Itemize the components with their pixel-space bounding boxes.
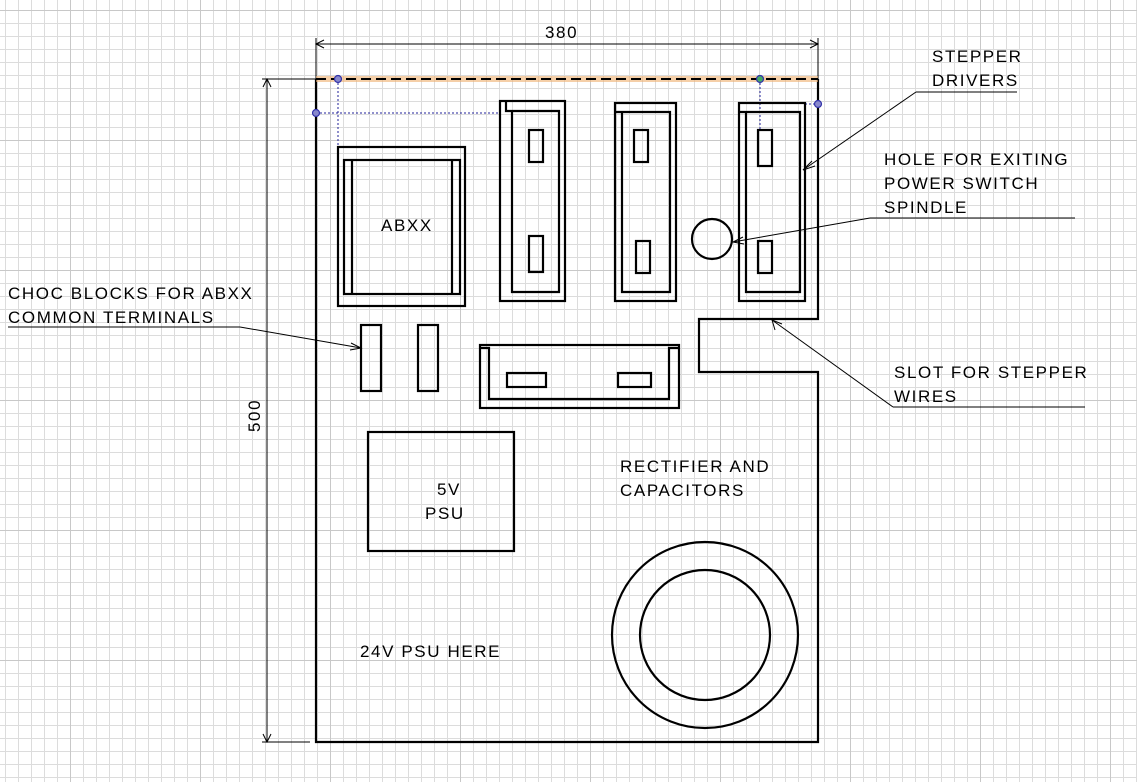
handle-point[interactable] — [311, 108, 321, 118]
psu-24v-label: 24V PSU HERE — [360, 642, 501, 661]
rectifier-label-1: RECTIFIER AND — [620, 457, 770, 476]
abxx-module[interactable]: ABXX — [336, 145, 467, 308]
stepper-driver-3[interactable] — [737, 101, 807, 303]
callout-slot[interactable]: SLOT FOR STEPPER WIRES — [771, 319, 1088, 408]
callout-text: HOLE FOR EXITING — [884, 150, 1069, 169]
psu-5v[interactable]: 5V PSU — [366, 430, 516, 553]
board-outline[interactable] — [314, 79, 820, 744]
callout-text: STEPPER — [932, 47, 1023, 66]
rectifier-bracket[interactable] — [478, 343, 681, 410]
choc-block[interactable] — [359, 323, 383, 393]
dimension-height[interactable]: 500 — [245, 77, 316, 744]
handle-point[interactable] — [333, 74, 343, 84]
callout-text: POWER SWITCH — [884, 174, 1039, 193]
callout-hole[interactable]: HOLE FOR EXITING POWER SWITCH SPINDLE — [731, 150, 1075, 245]
dimension-width[interactable]: 380 — [314, 23, 820, 79]
selection-handles[interactable] — [311, 74, 823, 118]
callout-text: COMMON TERMINALS — [8, 308, 215, 327]
psu-5v-label-1: 5V — [437, 480, 461, 499]
stepper-driver-1[interactable] — [498, 99, 567, 303]
choc-block[interactable] — [416, 323, 440, 393]
power-switch-hole[interactable] — [690, 217, 734, 261]
capacitor[interactable] — [610, 540, 800, 730]
construction-lines — [316, 79, 818, 147]
dimension-width-label: 380 — [545, 23, 578, 42]
callout-text: SPINDLE — [884, 198, 968, 217]
callout-text: DRIVERS — [932, 71, 1019, 90]
handle-point[interactable] — [755, 74, 765, 84]
callout-text: CHOC BLOCKS FOR ABXX — [8, 284, 254, 303]
callout-stepper-drivers[interactable]: STEPPER DRIVERS — [802, 47, 1023, 171]
abxx-label: ABXX — [381, 216, 433, 235]
dimension-height-label: 500 — [245, 399, 264, 432]
handle-point[interactable] — [813, 99, 823, 109]
callout-choc-blocks[interactable]: CHOC BLOCKS FOR ABXX COMMON TERMINALS — [8, 284, 363, 351]
rectifier-label-2: CAPACITORS — [620, 481, 745, 500]
callout-text: WIRES — [894, 387, 958, 406]
psu-5v-label-2: PSU — [425, 504, 465, 523]
callout-text: SLOT FOR STEPPER — [894, 363, 1088, 382]
stepper-driver-2[interactable] — [613, 101, 678, 303]
